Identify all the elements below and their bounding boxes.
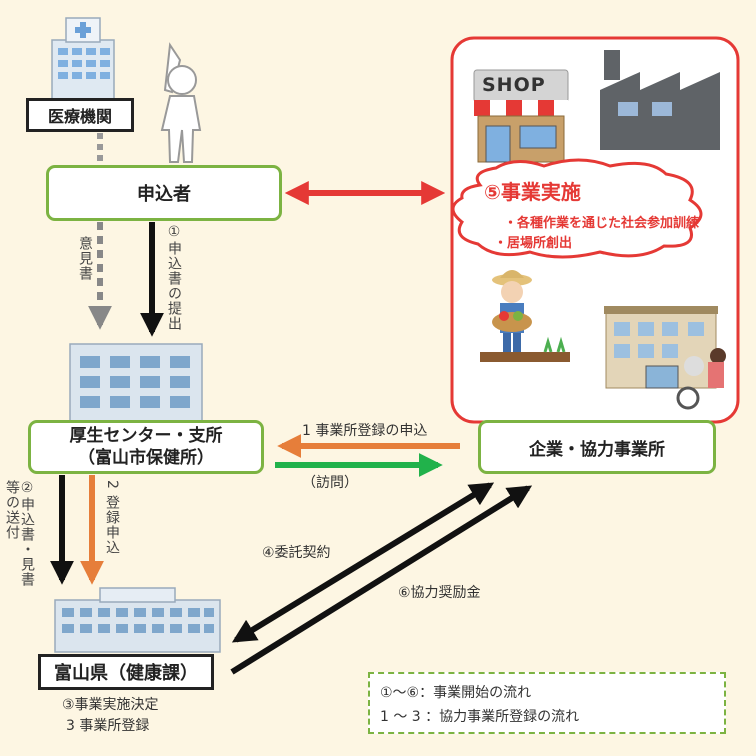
- legend-item-registration-flow: 1 ～ 3 ：協力事業所登録の流れ: [380, 709, 580, 725]
- company-box: 企業・協力事業所: [478, 420, 716, 474]
- reg2-label: 2 登録申込: [104, 480, 120, 556]
- legend-item-start-flow: ①～⑥：事業開始の流れ: [380, 685, 532, 701]
- step1-label: ①申込書の提出: [166, 224, 182, 331]
- implementation-item-2: ・居場所創出: [494, 236, 573, 251]
- step4-label: ④委託契約: [262, 545, 331, 561]
- factory-icon: [600, 50, 720, 150]
- implementation-item-1: ・各種作業を通じた社会参加訓練: [504, 216, 700, 231]
- toyama-prefecture-box: 富山県（健康課）: [38, 654, 214, 690]
- implementation-title: ⑤事業実施: [484, 180, 581, 204]
- applicant-box: 申込者: [46, 165, 282, 221]
- kosei-center-sublabel: （富山市保健所）: [78, 448, 214, 468]
- opinion-label: 意見書: [77, 236, 93, 281]
- farmer-icon: [480, 270, 570, 362]
- visit-label: （訪問）: [302, 475, 358, 491]
- legend: ①～⑥：事業開始の流れ 1 ～ 3 ：協力事業所登録の流れ: [368, 672, 726, 734]
- kosei-center-box: 厚生センター・支所 （富山市保健所）: [28, 420, 264, 474]
- reg1-label: 1 事業所登録の申込: [302, 423, 428, 439]
- shop-sign: SHOP: [482, 74, 546, 96]
- reg3-label: 3 事業所登録: [66, 718, 150, 734]
- hospital-icon: [51, 17, 115, 107]
- kosei-center-label: 厚生センター・支所: [69, 426, 223, 446]
- office-building-icon: [69, 343, 203, 423]
- care-facility-icon: [604, 306, 726, 410]
- medical-institution-box: 医療機関: [26, 98, 134, 132]
- person-raising-hand-icon: [160, 42, 202, 163]
- step3-label: ③事業実施決定: [62, 697, 159, 713]
- step6-label: ⑥協力奨励金: [398, 585, 481, 601]
- government-building-icon: [54, 587, 221, 653]
- step2-label: ②申込書・見書等の送付: [4, 480, 35, 587]
- shop-icon: [473, 69, 569, 163]
